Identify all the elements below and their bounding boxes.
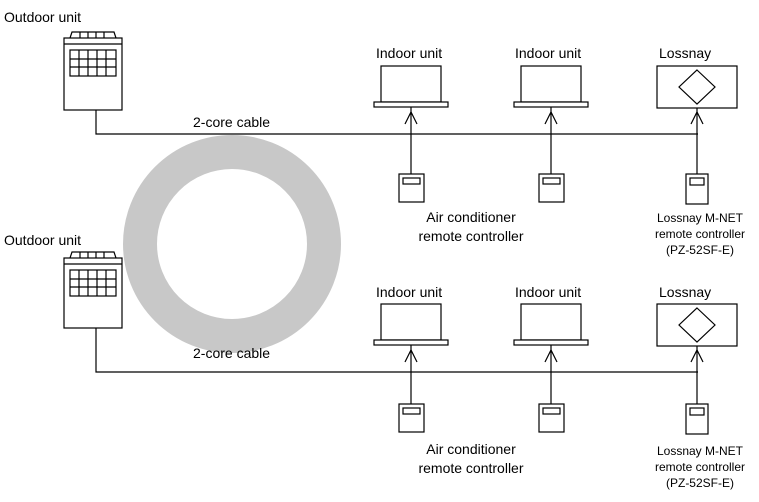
lossnay-remote-label: remote controller bbox=[655, 460, 745, 474]
lossnay-label: Lossnay bbox=[659, 284, 711, 300]
indoor-unit-label: Indoor unit bbox=[515, 45, 581, 61]
indoor-unit-icon bbox=[373, 303, 449, 404]
lossnay-remote-icon bbox=[685, 173, 709, 205]
lossnay-label: Lossnay bbox=[659, 45, 711, 61]
watermark-ring bbox=[123, 135, 341, 353]
lossnay-remote-label: Lossnay M-NET bbox=[657, 444, 744, 458]
ac-remote-label: remote controller bbox=[418, 228, 523, 244]
outdoor-unit-icon bbox=[63, 251, 123, 329]
lossnay-icon bbox=[656, 65, 738, 174]
cable-line bbox=[95, 110, 698, 135]
remote-controller-icon bbox=[538, 403, 565, 433]
lossnay-remote-label: (PZ-52SF-E) bbox=[666, 243, 734, 257]
indoor-unit-icon bbox=[513, 303, 589, 404]
lossnay-remote-label: (PZ-52SF-E) bbox=[666, 476, 734, 490]
cable-label: 2-core cable bbox=[193, 114, 270, 130]
ac-remote-label: Air conditioner bbox=[426, 441, 516, 457]
ac-remote-label: Air conditioner bbox=[426, 209, 516, 225]
outdoor-unit-label: Outdoor unit bbox=[4, 232, 81, 248]
indoor-unit-icon bbox=[373, 65, 449, 174]
lossnay-remote-icon bbox=[685, 403, 709, 435]
outdoor-unit-icon bbox=[63, 31, 123, 111]
remote-controller-icon bbox=[538, 173, 565, 203]
outdoor-unit-label: Outdoor unit bbox=[4, 9, 81, 25]
lossnay-icon bbox=[656, 303, 738, 404]
remote-controller-icon bbox=[398, 173, 425, 203]
system-1: Outdoor unit 2-core cable Indoor unit bbox=[4, 9, 745, 257]
system-2: Outdoor unit 2-core cable Indoor unit bbox=[4, 232, 745, 490]
indoor-unit-label: Indoor unit bbox=[376, 45, 442, 61]
lossnay-remote-label: remote controller bbox=[655, 227, 745, 241]
remote-controller-icon bbox=[398, 403, 425, 433]
cable-line bbox=[95, 328, 698, 373]
indoor-unit-icon bbox=[513, 65, 589, 174]
indoor-unit-label: Indoor unit bbox=[376, 284, 442, 300]
cable-label: 2-core cable bbox=[193, 345, 270, 361]
ac-remote-label: remote controller bbox=[418, 460, 523, 476]
lossnay-remote-label: Lossnay M-NET bbox=[657, 211, 744, 225]
indoor-unit-label: Indoor unit bbox=[515, 284, 581, 300]
